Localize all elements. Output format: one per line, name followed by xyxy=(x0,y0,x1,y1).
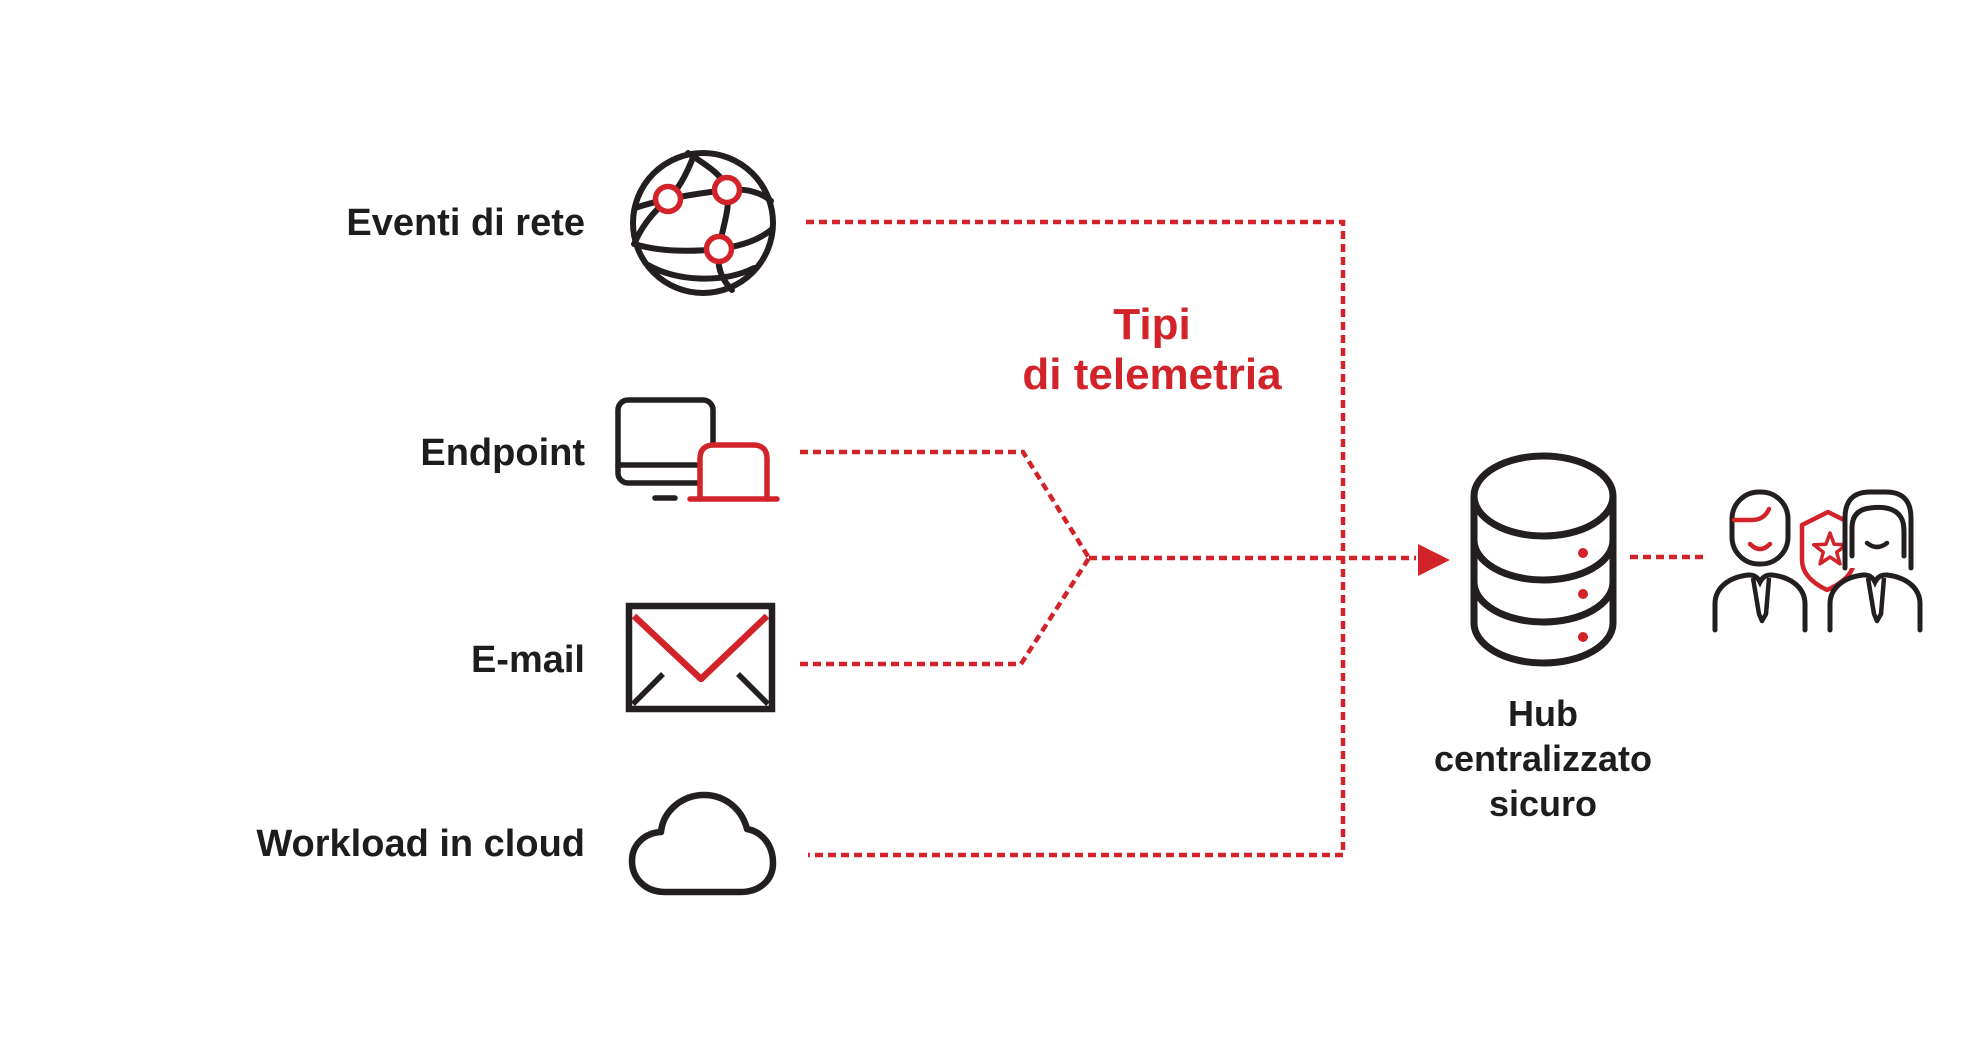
network-node-dots xyxy=(652,174,743,265)
shield-star xyxy=(1812,531,1848,566)
connector-email xyxy=(800,556,1091,667)
telemetry-types-title: Tipi di telemetria xyxy=(1022,300,1282,399)
hub-label: Hub centralizzato sicuro xyxy=(1433,693,1653,824)
right-face-line xyxy=(1849,504,1907,559)
database-status-dots xyxy=(1578,548,1588,642)
right-smile xyxy=(1864,540,1890,550)
connector-network-vertical-cloud xyxy=(806,219,1346,858)
laptop-icon xyxy=(687,442,780,502)
left-hair-line xyxy=(1731,506,1772,523)
endpoint-devices-icon xyxy=(615,397,780,502)
telemetry-connector-lines xyxy=(800,219,1708,858)
connector-endpoint xyxy=(800,449,1091,560)
analyst-right-icon xyxy=(1827,489,1923,633)
database-icon xyxy=(1470,452,1617,667)
analyst-left-icon xyxy=(1712,489,1808,633)
right-hair xyxy=(1842,489,1914,571)
right-shoulders xyxy=(1827,572,1923,633)
flow-arrow-icon xyxy=(1418,544,1450,576)
right-shoulders-mask xyxy=(1830,574,1920,630)
left-smile xyxy=(1747,541,1773,552)
source-label-network-events: Eventi di rete xyxy=(346,202,585,244)
right-tie xyxy=(1865,577,1887,624)
right-hair-mask xyxy=(1845,492,1911,568)
left-tie xyxy=(1750,577,1772,624)
source-label-cloud-workload: Workload in cloud xyxy=(256,823,585,865)
cloud-icon xyxy=(628,791,777,896)
monitor-icon xyxy=(615,397,716,501)
left-shoulders xyxy=(1712,572,1808,633)
source-label-endpoint: Endpoint xyxy=(420,432,585,474)
source-label-email: E-mail xyxy=(470,639,585,681)
network-globe-icon xyxy=(630,150,776,296)
analysts-team-icon xyxy=(1712,489,1923,633)
email-envelope-icon xyxy=(625,602,776,713)
